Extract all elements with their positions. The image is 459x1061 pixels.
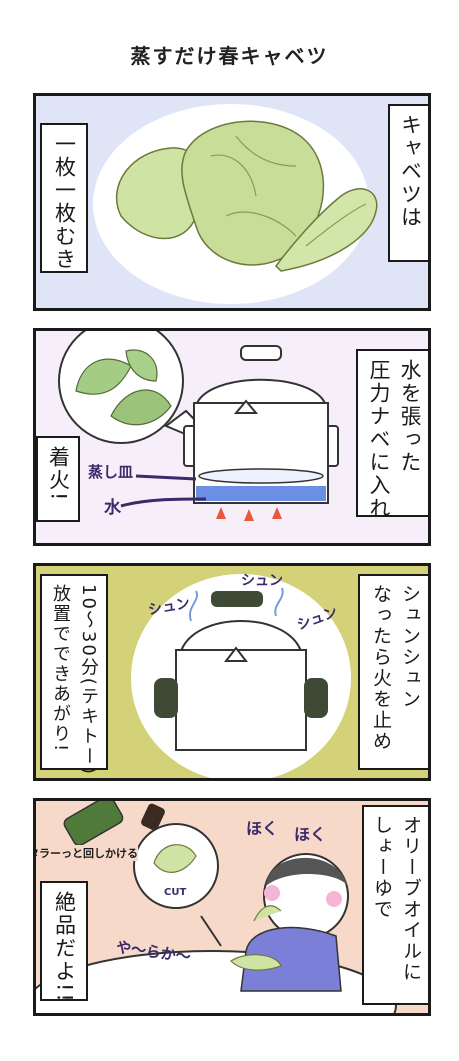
label-water: 水	[104, 498, 121, 518]
sfx-shun-2: シュン	[241, 573, 283, 589]
panel-4-eating: タラーっと回しかける CUT ほく ほく や〜らか〜 絶品だよ!! オリーブオイ…	[33, 798, 431, 1016]
panel-1-cabbage: 一枚一枚むき キャベツは	[33, 93, 431, 311]
narration-line: 一枚一枚むき	[52, 133, 77, 271]
narration-box-left: 一枚一枚むき	[40, 123, 88, 273]
comic-title: 蒸すだけ春キャベツ	[130, 44, 329, 68]
narration-line: しょーゆで	[371, 815, 393, 920]
label-steamer-plate: 蒸し皿	[88, 463, 134, 481]
narration-line: 水を張った	[398, 359, 422, 474]
narration-box-left: 絶品だよ!!	[40, 881, 88, 1004]
narration-line: 10〜30分(テキトー)	[78, 584, 99, 776]
narration-box-left: 10〜30分(テキトー) 放置でできあがり!	[40, 574, 108, 776]
narration-line: オリーブオイルに	[400, 815, 422, 983]
sfx-hoku-1: ほく	[246, 819, 279, 838]
pressure-cooker-illustration	[58, 331, 339, 521]
panel-2-pressure-cooker: 蒸し皿 水 着火! 水を張った 圧力ナベに入れ	[33, 328, 431, 546]
cabbage-illustration	[93, 104, 378, 304]
label-cut: CUT	[164, 887, 187, 898]
narration-line: 着火!	[46, 446, 71, 503]
narration-line: キャベツは	[398, 114, 423, 229]
narration-box-right: 水を張った 圧力ナベに入れ	[356, 349, 428, 520]
steaming-pot-illustration	[131, 574, 351, 778]
narration-line: 絶品だよ!!	[52, 891, 77, 1004]
narration-line: 圧力ナベに入れ	[367, 359, 391, 520]
narration-box-right: オリーブオイルに しょーゆで	[362, 805, 428, 1005]
sfx-hoku-2: ほく	[294, 825, 327, 844]
narration-line: シュンシュン	[399, 584, 421, 710]
narration-box-left: 着火!	[36, 436, 80, 522]
narration-box-right: キャベツは	[388, 104, 428, 262]
panel-3-steaming: シュン シュン シュン 10〜30分(テキトー) 放置でできあがり! シュンシュ…	[33, 563, 431, 781]
eating-illustration	[36, 801, 397, 1013]
narration-line: 放置でできあがり!	[50, 584, 71, 754]
narration-line: なったら火を止め	[370, 584, 392, 752]
label-pour-sauce: タラーっと回しかける	[36, 845, 138, 861]
narration-box-right: シュンシュン なったら火を止め	[358, 574, 428, 770]
